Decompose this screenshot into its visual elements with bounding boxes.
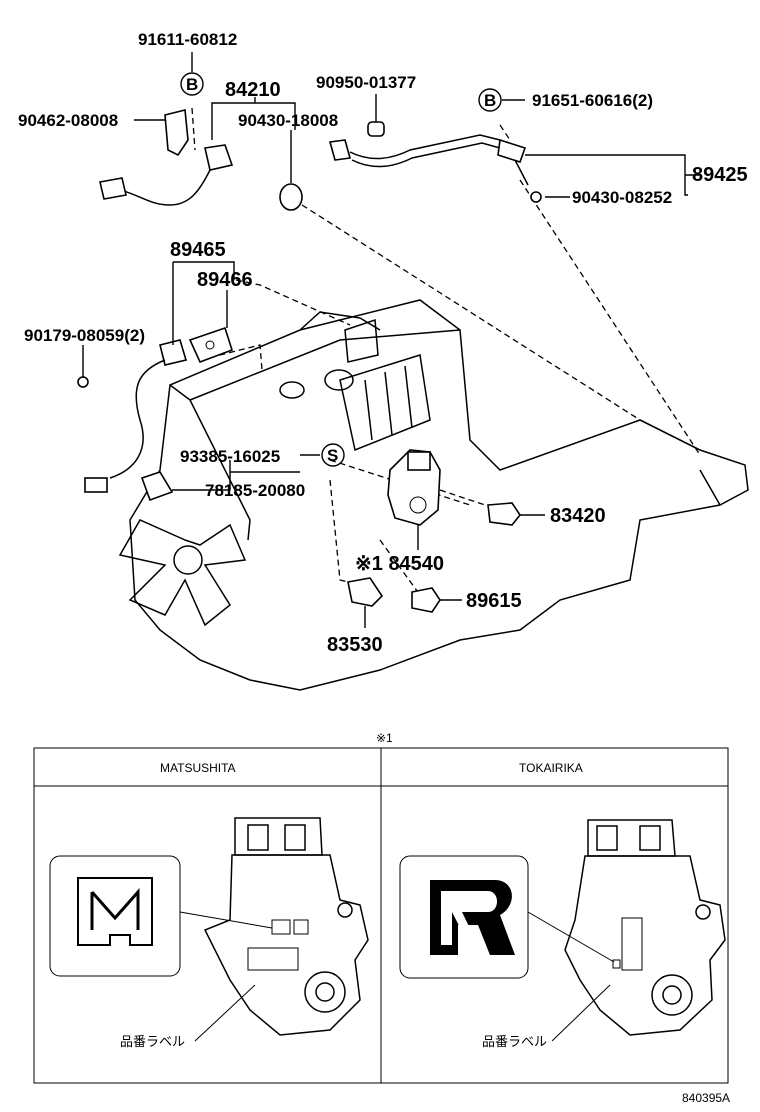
switch-84540 bbox=[387, 449, 441, 526]
marker-b-circle bbox=[180, 72, 204, 96]
tokairika-switch bbox=[527, 819, 726, 1042]
label-90950-01377: 90950-01377 bbox=[316, 73, 416, 92]
gasket-89466 bbox=[188, 326, 233, 364]
engine-outline bbox=[118, 299, 749, 691]
callout-lines bbox=[82, 52, 700, 628]
column-tokairika: TOKAIRIKA bbox=[519, 761, 583, 775]
label-91611-60812: 91611-60812 bbox=[138, 30, 237, 49]
detail-note: ※1 bbox=[376, 731, 393, 745]
sensor-89615 bbox=[411, 587, 441, 613]
matsushita-logo bbox=[49, 855, 181, 977]
label-90430-08252: 90430-08252 bbox=[572, 188, 672, 207]
figure-id: 840395A bbox=[682, 1091, 730, 1105]
sensor-89425 bbox=[328, 134, 542, 203]
label-84540: ※1 84540 bbox=[355, 553, 444, 575]
label-84210: 84210 bbox=[225, 79, 281, 101]
sensor-84210 bbox=[99, 144, 234, 206]
marker-b: B bbox=[186, 75, 198, 94]
column-matsushita: MATSUSHITA bbox=[160, 761, 236, 775]
label-89465: 89465 bbox=[170, 239, 226, 261]
marker-b2-circle bbox=[478, 88, 502, 112]
label-78185-20080: 78185-20080 bbox=[205, 481, 305, 500]
label-93385-16025: 93385-16025 bbox=[180, 447, 280, 466]
marker-b2: B bbox=[484, 91, 496, 110]
switch-83420 bbox=[487, 502, 521, 526]
label-part-number-right: 品番ラベル bbox=[482, 1035, 547, 1050]
label-90179-08059: 90179-08059(2) bbox=[24, 326, 145, 345]
bracket-90462 bbox=[164, 108, 189, 157]
leader-lines bbox=[191, 107, 701, 596]
tokairika-logo bbox=[399, 855, 529, 979]
part-labels: 91611-60812 B 84210 90462-08008 90430-18… bbox=[18, 30, 748, 656]
label-91651-60616: 91651-60616(2) bbox=[532, 91, 653, 110]
marker-s: S bbox=[327, 446, 338, 465]
label-89466: 89466 bbox=[197, 269, 253, 291]
matsushita-switch bbox=[179, 817, 369, 1042]
label-89425: 89425 bbox=[692, 164, 748, 186]
sensor-89465 bbox=[77, 339, 188, 493]
switch-83530 bbox=[347, 577, 384, 607]
label-83420: 83420 bbox=[550, 505, 606, 527]
label-90430-18008: 90430-18008 bbox=[238, 111, 338, 130]
label-90462-08008: 90462-08008 bbox=[18, 111, 118, 130]
clip-90950 bbox=[367, 121, 385, 137]
marker-s-circle bbox=[321, 443, 345, 467]
sensor-78185 bbox=[140, 471, 174, 502]
gasket-90430-18008 bbox=[279, 183, 303, 211]
label-part-number-left: 品番ラベル bbox=[120, 1035, 185, 1050]
label-89615: 89615 bbox=[466, 590, 522, 612]
detail-table: ※1 MATSUSHITA TOKAIRIKA 品番ラベル bbox=[33, 731, 729, 1084]
label-83530: 83530 bbox=[327, 634, 383, 656]
